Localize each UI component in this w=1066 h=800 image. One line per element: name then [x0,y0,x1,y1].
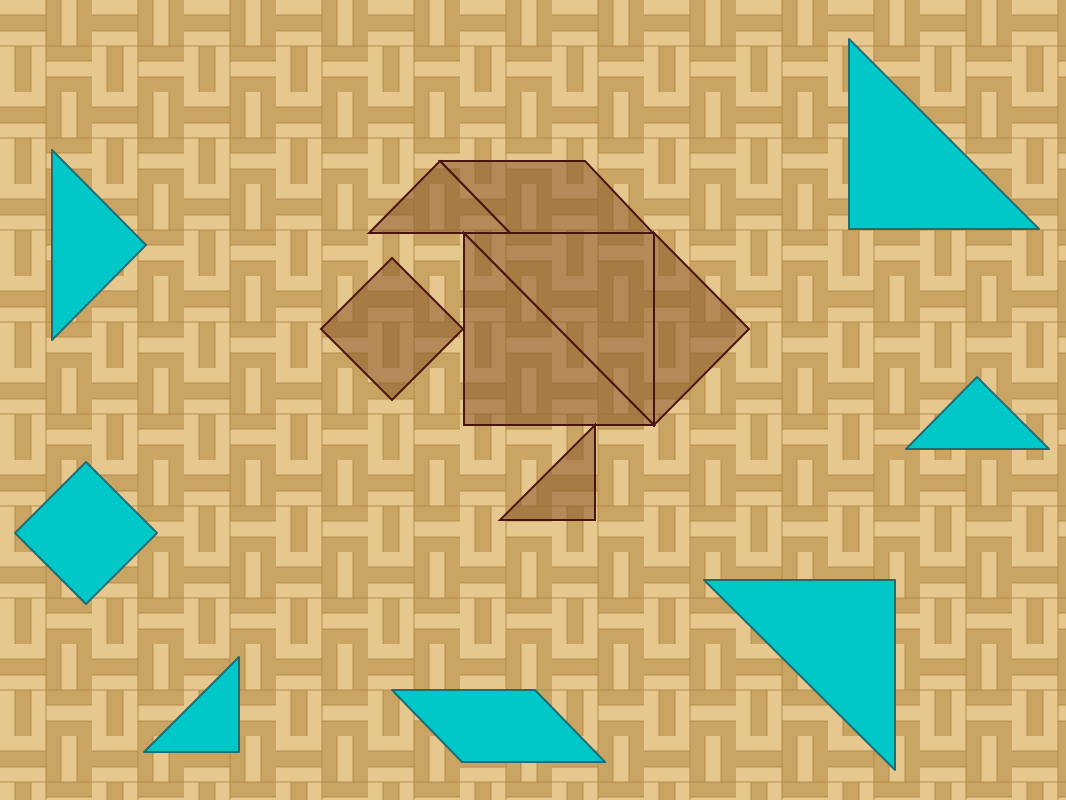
target-silhouette [319,159,751,521]
silhouette-square [319,256,465,402]
silhouette-medium-triangle [653,230,751,428]
small-triangle-right[interactable] [905,376,1050,450]
large-triangle-top-right[interactable] [848,38,1040,230]
small-triangle-bottom-left[interactable] [143,656,240,753]
medium-triangle-left[interactable] [51,149,147,341]
large-triangle-bottom-right[interactable] [703,579,896,771]
parallelogram-bottom[interactable] [391,689,606,763]
silhouette-small-triangle-tail [497,422,596,521]
square-left[interactable] [14,461,158,605]
silhouette-small-triangle-top [366,159,513,234]
loose-pieces [14,38,1050,771]
